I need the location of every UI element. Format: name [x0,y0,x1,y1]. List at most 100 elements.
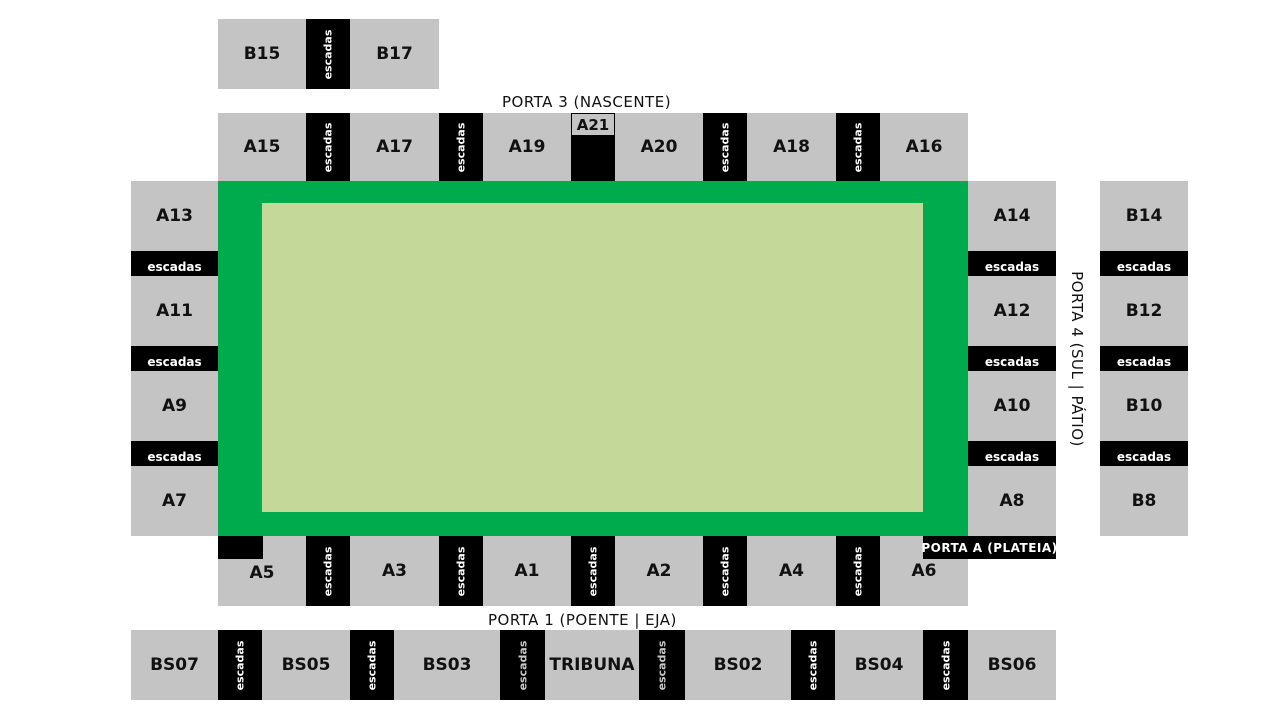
pitch-field [262,203,923,512]
stairs: escadas [131,251,218,276]
stairs-label: escadas [851,122,865,172]
stairs: escadas [306,113,350,181]
stairs-label: escadas [1116,449,1172,464]
section-a15[interactable]: A15 [218,113,306,181]
section-label: A10 [993,396,1031,416]
section-label: A3 [382,561,407,581]
stairs-label: escadas [984,259,1040,274]
section-bs03[interactable]: BS03 [394,630,500,700]
section-label: BS03 [422,655,472,675]
stairs-label: escadas [984,354,1040,369]
section-label: A16 [905,137,943,157]
section-label: BS07 [150,655,199,675]
section-b10[interactable]: B10 [1100,371,1188,441]
section-label: A6 [911,561,937,581]
stairs-label: escadas [851,546,865,596]
stairs: escadas [923,630,968,700]
section-a1[interactable]: A1 [483,536,571,606]
stairs: escadas [703,536,747,606]
section-a12[interactable]: A12 [968,276,1056,346]
section-label: BS04 [854,655,904,675]
section-b14[interactable]: B14 [1100,181,1188,251]
stairs-label: escadas [586,546,600,596]
section-label: B17 [376,44,413,64]
stairs-label: escadas [806,640,820,690]
section-a9[interactable]: A9 [131,371,218,441]
section-label: A9 [162,396,187,416]
section-b8[interactable]: B8 [1100,466,1188,536]
stairs: escadas [1100,251,1188,276]
stairs: escadas [306,19,350,89]
stairs-label: escadas [321,122,335,172]
section-label: BS06 [987,655,1037,675]
section-a17[interactable]: A17 [350,113,439,181]
section-a11[interactable]: A11 [131,276,218,346]
section-a19[interactable]: A19 [483,113,571,181]
stairs-label: escadas [321,29,335,79]
section-label: A7 [162,491,187,511]
stairs-label: escadas [718,546,732,596]
stairs-label: escadas [147,354,202,369]
stairs-label: escadas [1116,354,1172,369]
section-label: A20 [640,137,678,157]
section-label: A18 [773,137,810,157]
section-label: B15 [243,44,281,64]
section-bs05[interactable]: BS05 [262,630,350,700]
section-bs07[interactable]: BS07 [131,630,218,700]
section-label: B8 [1131,491,1157,511]
stairs-label: escadas [233,640,247,690]
stairs-label: escadas [147,259,202,274]
stairs: escadas [968,441,1056,466]
stairs-label: escadas [1116,259,1172,274]
stairs-label: escadas [655,640,669,690]
section-label: A11 [156,301,193,321]
section-bs06[interactable]: BS06 [968,630,1056,700]
section-label: TRIBUNA [549,655,635,675]
section-label: A8 [999,491,1025,511]
stairs-label: escadas [718,122,732,172]
stairs: escadas [218,630,262,700]
stairs-block [218,536,263,559]
section-a3[interactable]: A3 [350,536,439,606]
stairs: escadas [791,630,835,700]
gate-1-label: PORTA 1 (POENTE | EJA) [488,611,677,629]
stairs-label: escadas [939,640,953,690]
section-label: B12 [1125,301,1163,321]
stairs-label: escadas [147,449,202,464]
stairs: escadas [439,536,483,606]
section-label: A4 [779,561,804,581]
section-bs04[interactable]: BS04 [835,630,923,700]
gate-a-label: PORTA A (PLATEIA) [921,536,1057,559]
gate-3-label: PORTA 3 (NASCENTE) [502,93,672,111]
stairs: escadas [639,630,685,700]
section-a16[interactable]: A16 [880,113,968,181]
section-b15[interactable]: B15 [218,19,306,89]
section-tribuna[interactable]: TRIBUNA [545,630,639,700]
section-label: A19 [508,137,546,157]
section-a21[interactable]: A21 [572,114,614,135]
section-label: A13 [156,206,193,226]
section-b17[interactable]: B17 [350,19,439,89]
stairs: escadas [306,536,350,606]
section-a4[interactable]: A4 [747,536,836,606]
stairs: escadas [439,113,483,181]
section-a10[interactable]: A10 [968,371,1056,441]
section-a2[interactable]: A2 [615,536,703,606]
section-label: A17 [376,137,413,157]
section-label: BS05 [281,655,331,675]
stairs: escadas [131,346,218,371]
section-a14[interactable]: A14 [968,181,1056,251]
section-a20[interactable]: A20 [615,113,703,181]
section-a7[interactable]: A7 [131,466,218,536]
section-b12[interactable]: B12 [1100,276,1188,346]
section-label: B14 [1125,206,1163,226]
stairs-label: escadas [365,640,379,690]
section-a13[interactable]: A13 [131,181,218,251]
section-a18[interactable]: A18 [747,113,836,181]
section-bs02[interactable]: BS02 [685,630,791,700]
section-a8[interactable]: A8 [968,466,1056,536]
stairs-label: escadas [516,640,530,690]
stairs: escadas [500,630,545,700]
stairs-label: escadas [984,449,1040,464]
stairs: escadas [968,346,1056,371]
